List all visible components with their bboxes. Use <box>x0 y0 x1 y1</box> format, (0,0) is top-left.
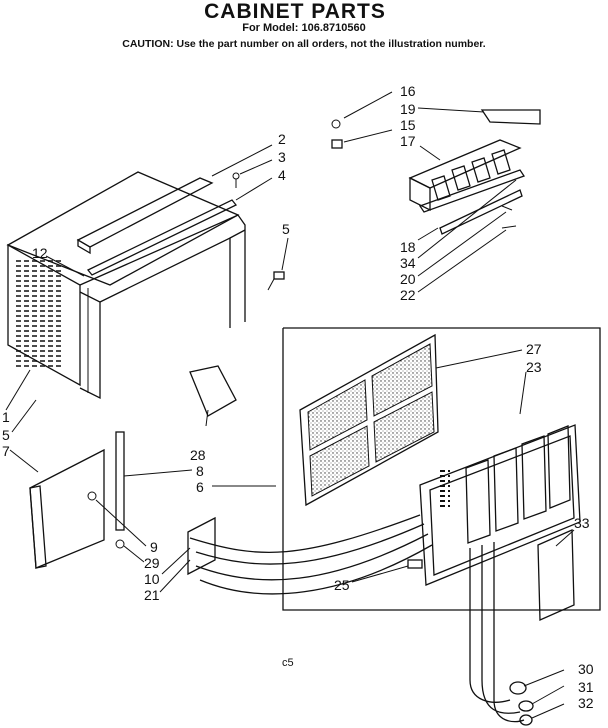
model-number: For Model: 106.8710560 <box>242 22 366 34</box>
callout-15: 15 <box>400 117 416 133</box>
callout-28: 28 <box>190 447 206 463</box>
top-rail-parts <box>76 172 240 276</box>
callout-20: 20 <box>400 271 416 287</box>
callout-7: 7 <box>2 443 10 459</box>
callout-1: 1 <box>2 409 10 425</box>
leader-lines <box>5 91 575 719</box>
callout-8: 8 <box>196 463 204 479</box>
callout-16: 16 <box>400 83 416 99</box>
callout-labels: 2 3 4 5 12 16 19 15 17 18 34 20 22 27 23… <box>2 83 594 711</box>
callout-30: 30 <box>578 661 594 677</box>
caution-note: CAUTION: Use the part number on all orde… <box>122 38 486 50</box>
callout-25: 25 <box>334 577 350 593</box>
callout-27: 27 <box>526 341 542 357</box>
callout-18: 18 <box>400 239 416 255</box>
callout-6: 6 <box>196 479 204 495</box>
callout-2: 2 <box>278 131 286 147</box>
top-bracket-assembly <box>331 109 541 235</box>
callout-12: 12 <box>32 245 48 261</box>
callout-23: 23 <box>526 359 542 375</box>
callout-3: 3 <box>278 149 286 165</box>
callout-10: 10 <box>144 571 160 587</box>
cabinet-shell <box>6 171 246 400</box>
side-panel-parts <box>29 365 237 576</box>
callout-4: 4 <box>278 167 286 183</box>
screw-part-5 <box>267 271 285 291</box>
page-title: CABINET PARTS <box>204 0 386 23</box>
callout-33: 33 <box>574 515 590 531</box>
callout-19: 19 <box>400 101 416 117</box>
callout-9: 9 <box>150 539 158 555</box>
callout-32: 32 <box>578 695 594 711</box>
front-grille-section <box>282 327 601 621</box>
callout-5-lower: 5 <box>2 427 10 443</box>
drain-hoses <box>189 514 534 726</box>
callout-22: 22 <box>400 287 416 303</box>
callout-34: 34 <box>400 255 416 271</box>
callout-21: 21 <box>144 587 160 603</box>
page-code: c5 <box>282 657 294 669</box>
callout-29: 29 <box>144 555 160 571</box>
callout-31: 31 <box>578 679 594 695</box>
callout-17: 17 <box>400 133 416 149</box>
callout-5: 5 <box>282 221 290 237</box>
